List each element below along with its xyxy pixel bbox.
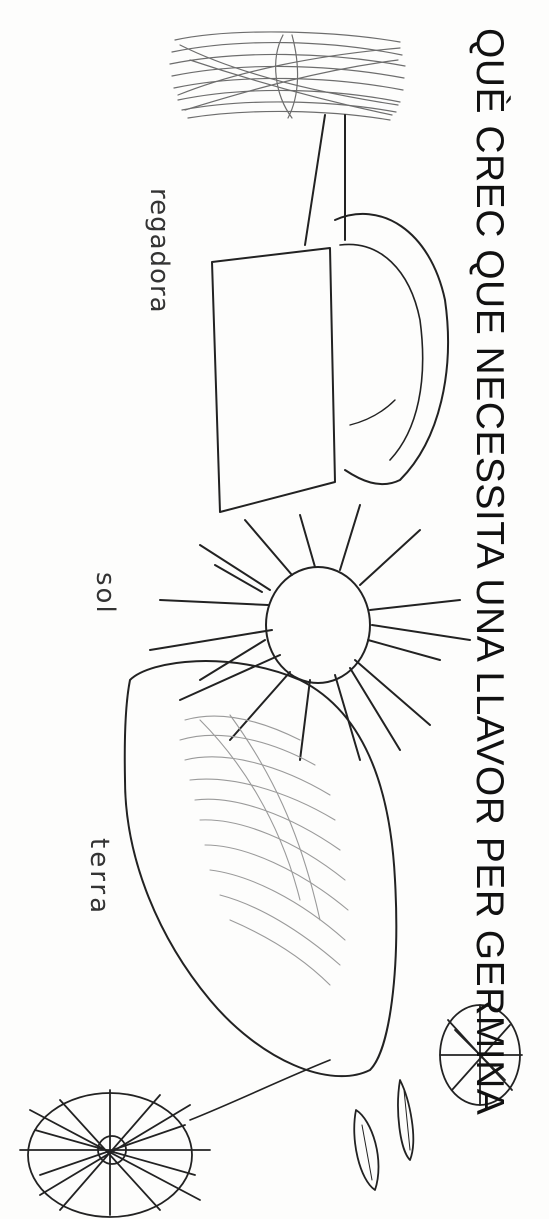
sun-drawing — [150, 505, 470, 760]
soil-drawing — [125, 661, 397, 1076]
label-regadora: regadora — [146, 188, 172, 314]
water-shading — [170, 32, 405, 120]
seeds-drawing — [354, 1080, 413, 1190]
worksheet-heading: QUÈ CREC QUE NECESSITA UNA LLAVOR PER GE… — [470, 28, 509, 1115]
label-terra: terra — [86, 838, 112, 916]
flower-drawing — [20, 1060, 330, 1217]
label-sol: sol — [92, 572, 118, 615]
soil-shading — [180, 715, 348, 985]
watering-can-drawing — [170, 32, 448, 512]
